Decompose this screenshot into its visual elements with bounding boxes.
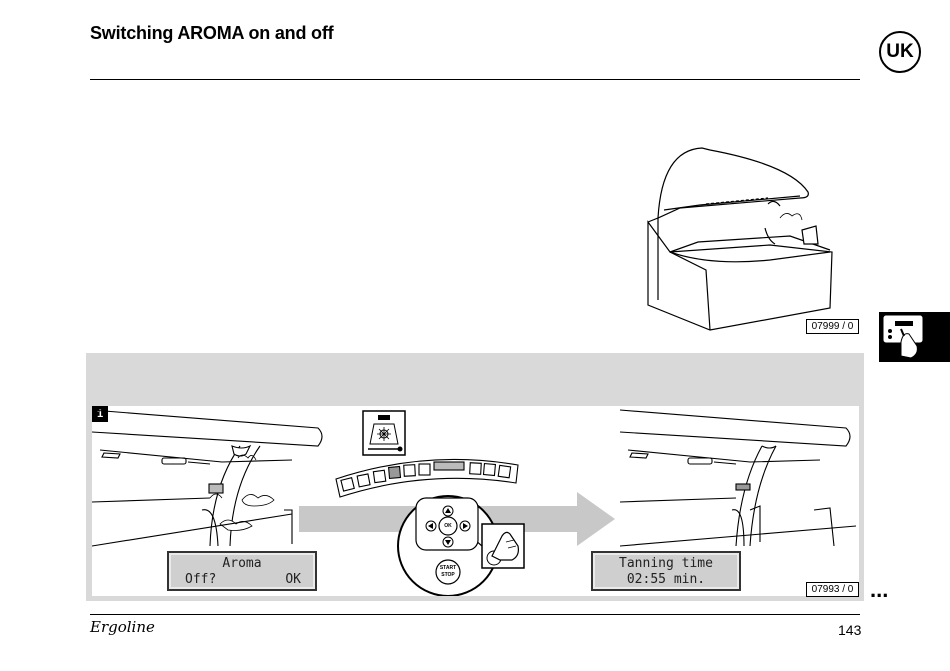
control-button-strip xyxy=(335,458,519,498)
page-title: Switching AROMA on and off xyxy=(90,23,334,43)
hand-pressing-control-panel-icon xyxy=(883,315,923,359)
display-line-1: Aroma xyxy=(222,556,262,571)
ok-button xyxy=(438,516,458,536)
strip-button xyxy=(340,477,355,492)
start-stop-button xyxy=(435,559,461,585)
strip-button-aroma xyxy=(387,465,402,480)
section-tab xyxy=(879,312,950,362)
strip-button xyxy=(469,462,482,475)
canopy-aroma-on-illustration xyxy=(92,409,323,547)
display-tanning-time: Tanning time 02:55 min. xyxy=(591,551,741,591)
header-rule xyxy=(90,79,860,80)
page-number: 143 xyxy=(838,622,862,638)
strip-button xyxy=(482,462,497,477)
strip-button xyxy=(418,463,431,476)
control-pad xyxy=(397,495,499,596)
display-prompt: Off? xyxy=(185,572,217,587)
strip-button xyxy=(497,464,512,479)
ok-label: OK xyxy=(444,523,452,529)
footer-rule xyxy=(90,614,860,615)
finger-press-callout xyxy=(478,523,525,569)
display-line-1: Tanning time xyxy=(619,556,713,571)
figure-reference-overview: 07999 / 0 xyxy=(806,319,859,334)
aroma-symbol-icon xyxy=(362,410,406,456)
canopy-aroma-off-illustration xyxy=(620,409,857,547)
display-aroma-off: Aroma Off? OK xyxy=(167,551,317,591)
tanning-bed-illustration xyxy=(647,147,833,331)
display-ok: OK xyxy=(285,572,301,587)
figure-reference-step: 07993 / 0 xyxy=(806,582,859,597)
strip-button xyxy=(372,469,387,484)
display-line-2: 02:55 min. xyxy=(626,572,706,587)
stop-label: STOP xyxy=(441,572,455,578)
strip-button xyxy=(403,464,416,477)
language-badge: UK xyxy=(879,31,921,73)
brand-logo: Ergoline xyxy=(90,618,155,636)
strip-display xyxy=(433,461,465,471)
continued-marker: ... xyxy=(870,577,889,602)
strip-button xyxy=(356,473,371,488)
start-label: START xyxy=(439,565,457,571)
